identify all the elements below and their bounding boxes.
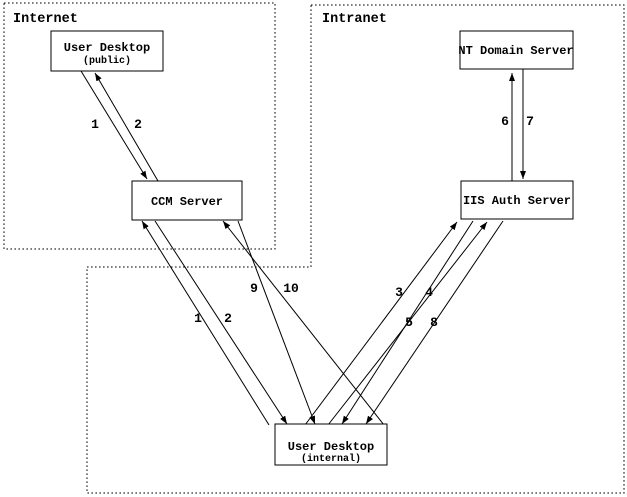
flow-label-4: 4: [425, 285, 433, 300]
flow-label-7: 7: [526, 114, 534, 129]
flow-line-9-internal-desktop-to-ccm: [222, 220, 385, 426]
node-user-desktop-internal-box: [274, 423, 388, 466]
node-nt-domain-server: NT Domain Server: [458, 30, 574, 70]
node-iis-auth-server-box: [460, 180, 574, 220]
flow-line-2-ccm-to-public-desktop: [94, 72, 159, 182]
flow-label-1-internal: 1: [194, 311, 202, 326]
internet-region: Internet: [3, 2, 276, 250]
node-user-desktop-public-box: [50, 30, 164, 72]
node-ccm-server-box: [131, 180, 243, 221]
flow-label-3: 3: [395, 285, 403, 300]
node-user-desktop-internal: User Desktop (internal): [274, 423, 388, 466]
node-user-desktop-internal-title: User Desktop: [288, 440, 374, 454]
internet-region-label: Internet: [13, 12, 78, 27]
flows-internal-desktop-ccm: 1 2 9 10: [141, 220, 385, 426]
node-user-desktop-public-title: User Desktop: [64, 41, 150, 55]
intranet-region-border: [86, 4, 625, 494]
flow-label-6: 6: [501, 114, 509, 129]
node-ccm-server: CCM Server: [131, 180, 243, 221]
flow-line-8-iis-to-internal-desktop: [365, 220, 504, 425]
flow-label-1-public: 1: [91, 117, 99, 132]
node-user-desktop-internal-subtitle: (internal): [301, 453, 361, 465]
flow-line-10-ccm-to-internal-desktop: [237, 220, 316, 425]
flow-line-1-internal-desktop-to-ccm: [141, 220, 270, 426]
flow-line-1-public-desktop-to-ccm: [80, 70, 148, 180]
flow-line-2-ccm-to-internal-desktop: [154, 220, 288, 425]
flows-internal-desktop-iis: 3 4 5 8: [304, 220, 504, 426]
node-nt-domain-server-box: [459, 30, 574, 70]
flow-label-2-internal: 2: [224, 311, 232, 326]
node-ccm-server-title: CCM Server: [151, 195, 223, 209]
flow-label-2-public: 2: [134, 117, 142, 132]
node-user-desktop-public: User Desktop (public): [50, 30, 164, 72]
flow-label-5: 5: [405, 315, 413, 330]
flow-line-3-internal-desktop-to-iis: [304, 221, 458, 426]
flow-line-5-internal-desktop-to-iis: [327, 221, 488, 426]
intranet-region: Intranet: [86, 4, 625, 494]
node-iis-auth-server-title: IIS Auth Server: [463, 194, 571, 208]
flows-public-desktop-ccm: 1 2: [80, 70, 159, 182]
node-iis-auth-server: IIS Auth Server: [460, 180, 574, 220]
flow-line-4-iis-to-internal-desktop: [341, 220, 474, 425]
intranet-region-label: Intranet: [322, 12, 387, 27]
flows-iis-nt-domain: 6 7: [501, 69, 534, 181]
flow-label-8: 8: [430, 315, 438, 330]
flow-label-10: 10: [283, 281, 299, 296]
internet-region-border: [3, 2, 276, 250]
node-nt-domain-server-title: NT Domain Server: [458, 44, 573, 58]
node-user-desktop-public-subtitle: (public): [83, 55, 131, 67]
flow-label-9: 9: [250, 281, 258, 296]
